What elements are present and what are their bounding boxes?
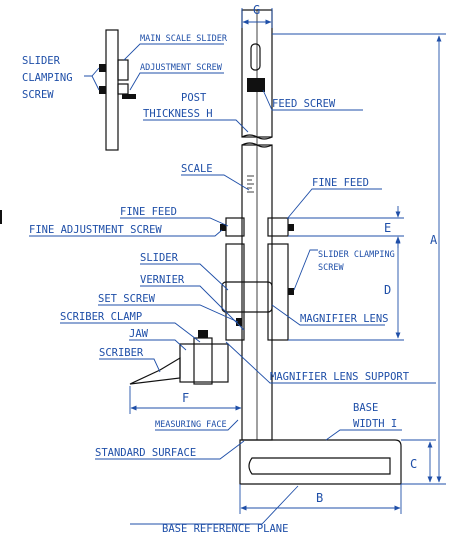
inset-clamp-screw-bottom [99, 86, 106, 94]
inset-post [105, 29, 119, 151]
lead-base-reference [130, 485, 299, 525]
label-width-i: WIDTH I [353, 418, 397, 430]
lead-set-screw [98, 304, 239, 323]
label-scale: SCALE [181, 163, 213, 175]
label-thickness-h: THICKNESS H [143, 108, 213, 120]
lead-scale [181, 174, 250, 191]
scriber-tip [129, 356, 181, 385]
label-slider: SLIDER [140, 252, 179, 264]
scriber-clamp-knob [198, 330, 208, 338]
label-scriber-clamp: SCRIBER CLAMP [60, 311, 142, 323]
inset-label-screw-line3: SCREW [22, 89, 54, 101]
main-post [241, 9, 273, 441]
dim-g-label: G [253, 3, 260, 17]
inset-lead-main-scale [123, 43, 224, 61]
lead-vernier [140, 285, 245, 331]
base-outline [239, 439, 402, 485]
feed-slot [250, 43, 261, 71]
inset-main-scale-slider [99, 29, 136, 151]
feed-screw-knob [247, 78, 265, 92]
label-post: POST [181, 92, 207, 104]
lead-feed-screw [262, 89, 363, 111]
slider-left-plate [225, 243, 245, 341]
inset-lead-clamp-bottom [91, 75, 100, 91]
inset-label-adjustment-screw: ADJUSTMENT SCREW [140, 63, 223, 73]
inset-clamp-screw-top [99, 64, 106, 72]
jaw-scriber [129, 330, 229, 385]
dim-b-label: B [316, 491, 323, 505]
lead-magnifier-support [225, 341, 436, 384]
lead-measuring-face [155, 419, 239, 431]
main-slider [221, 243, 294, 341]
dim-f-label: F [182, 391, 189, 405]
label-base-reference-plane: BASE REFERENCE PLANE [162, 523, 288, 535]
label-magnifier-lens-support: MAGNIFIER LENS SUPPORT [270, 371, 410, 383]
fine-feed-clamp-screw [288, 224, 294, 231]
lead-jaw [129, 339, 187, 351]
inset-lead-adjustment [129, 72, 224, 91]
lead-post [143, 119, 249, 133]
lead-magnifier-lens [271, 304, 385, 326]
inset-screw-body [117, 83, 129, 95]
label-slider-clamping-screw-1: SLIDER CLAMPING [318, 250, 395, 260]
label-magnifier-lens: MAGNIFIER LENS [300, 313, 389, 325]
fine-feed-block-right [267, 217, 289, 237]
dim-a-label: A [430, 233, 438, 247]
dim-e-label: E [384, 221, 391, 235]
label-jaw: JAW [129, 328, 149, 340]
label-slider-clamping-screw-2: SCREW [318, 263, 344, 273]
base [239, 439, 402, 485]
magnifier-lens [221, 281, 273, 313]
dim-d-label: D [384, 283, 391, 297]
label-fine-adjustment-screw: FINE ADJUSTMENT SCREW [29, 224, 162, 236]
inset-slider-block [117, 59, 129, 81]
base-slot [248, 457, 391, 475]
inset-label-slider-line1: SLIDER [22, 55, 61, 67]
scriber-clamp-body [193, 337, 213, 385]
lead-standard-surface [95, 440, 245, 460]
lead-fine-feed-left [120, 217, 229, 227]
label-standard-surface: STANDARD SURFACE [95, 447, 196, 459]
fine-feed-assembly [220, 217, 294, 237]
slider-clamp-screw [288, 288, 294, 295]
lead-scriber [99, 358, 161, 373]
label-fine-feed-right: FINE FEED [312, 177, 369, 189]
set-screw [236, 318, 242, 326]
label-scriber: SCRIBER [99, 347, 144, 359]
fine-adjustment-knob [220, 224, 226, 231]
inset-label-main-scale-slider: MAIN SCALE SLIDER [140, 34, 228, 44]
lead-fine-feed-right [286, 188, 382, 220]
lead-scriber-clamp [60, 322, 201, 343]
label-set-screw: SET SCREW [98, 293, 156, 305]
label-vernier: VERNIER [140, 274, 185, 286]
label-base: BASE [353, 402, 378, 414]
label-measuring-face: MEASURING FACE [155, 420, 227, 430]
lead-fine-adjustment [29, 229, 223, 237]
lead-base-width [325, 429, 402, 441]
label-feed-screw: FEED SCREW [272, 98, 336, 110]
dim-c-label: C [410, 457, 417, 471]
cropped-edge-mark [0, 210, 2, 224]
slider-right-plate [267, 243, 289, 341]
jaw-block [179, 343, 229, 383]
inset-lead-clamp-top [84, 67, 100, 77]
inset-label-clamping-line2: CLAMPING [22, 72, 73, 84]
lead-slider [140, 263, 229, 291]
inset-adjustment-knob [122, 94, 136, 99]
scale-ticks [247, 175, 254, 193]
lead-slider-clamp-right [293, 249, 318, 291]
label-fine-feed-left: FINE FEED [120, 206, 177, 218]
fine-feed-block-left [225, 217, 245, 237]
